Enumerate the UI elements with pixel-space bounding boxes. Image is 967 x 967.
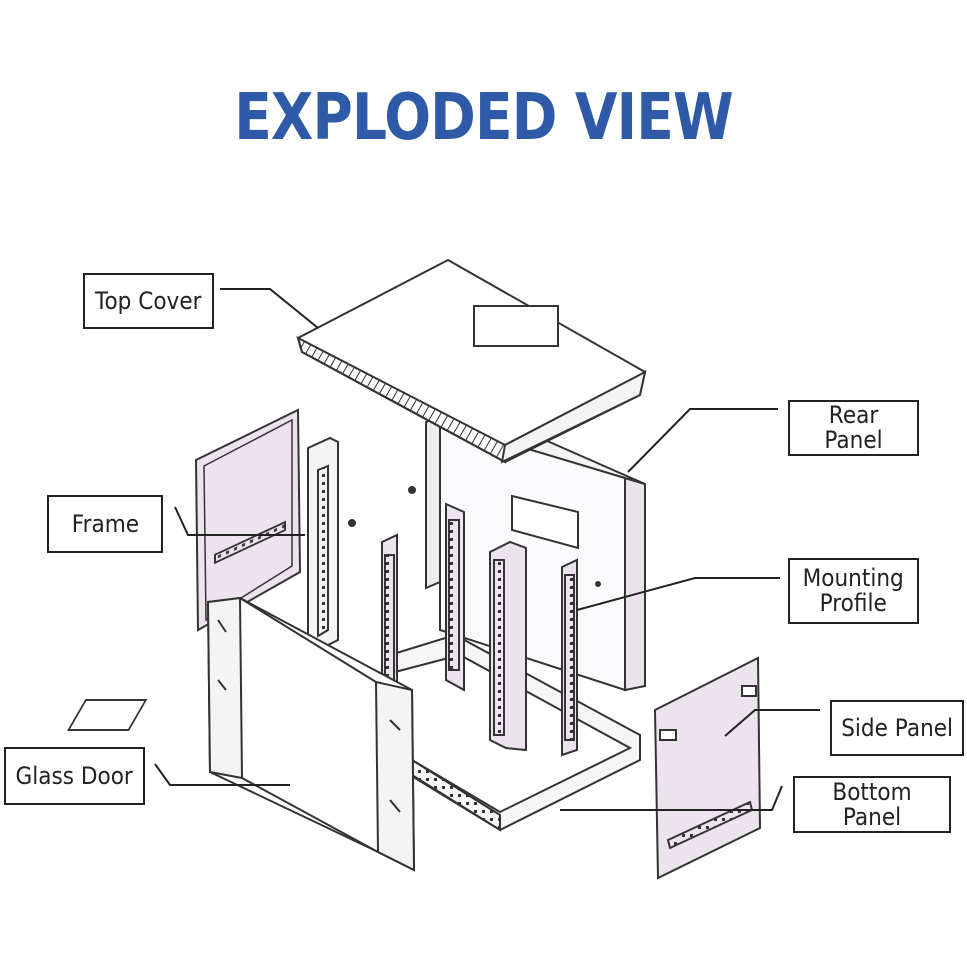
leader-glass-door (154, 763, 290, 786)
glass-door-part (206, 596, 416, 872)
frame-part (194, 408, 339, 652)
glass-door-label: Glass Door (4, 747, 145, 805)
mounting-profile-label: Mounting Profile (788, 558, 919, 624)
top-cover-part (296, 258, 647, 464)
leader-top-cover (220, 288, 319, 329)
side-panel-part (653, 656, 762, 880)
mounting-profiles-part (381, 414, 578, 757)
side-panel-label: Side Panel (830, 700, 964, 756)
leader-lines (154, 288, 820, 811)
frame-label: Frame (47, 495, 163, 553)
diagram-title: EXPLODED VIEW (234, 81, 733, 155)
leader-mounting-profile (576, 577, 780, 611)
leader-side-panel (724, 709, 820, 737)
top-cover-label: Top Cover (83, 273, 214, 329)
leader-rear-panel (627, 408, 778, 473)
leader-bottom-panel (560, 785, 783, 811)
rear-panel-part (348, 418, 646, 692)
rear-panel-label: Rear Panel (788, 400, 919, 456)
leader-frame (174, 506, 305, 536)
bottom-panel-label: Bottom Panel (793, 776, 951, 833)
